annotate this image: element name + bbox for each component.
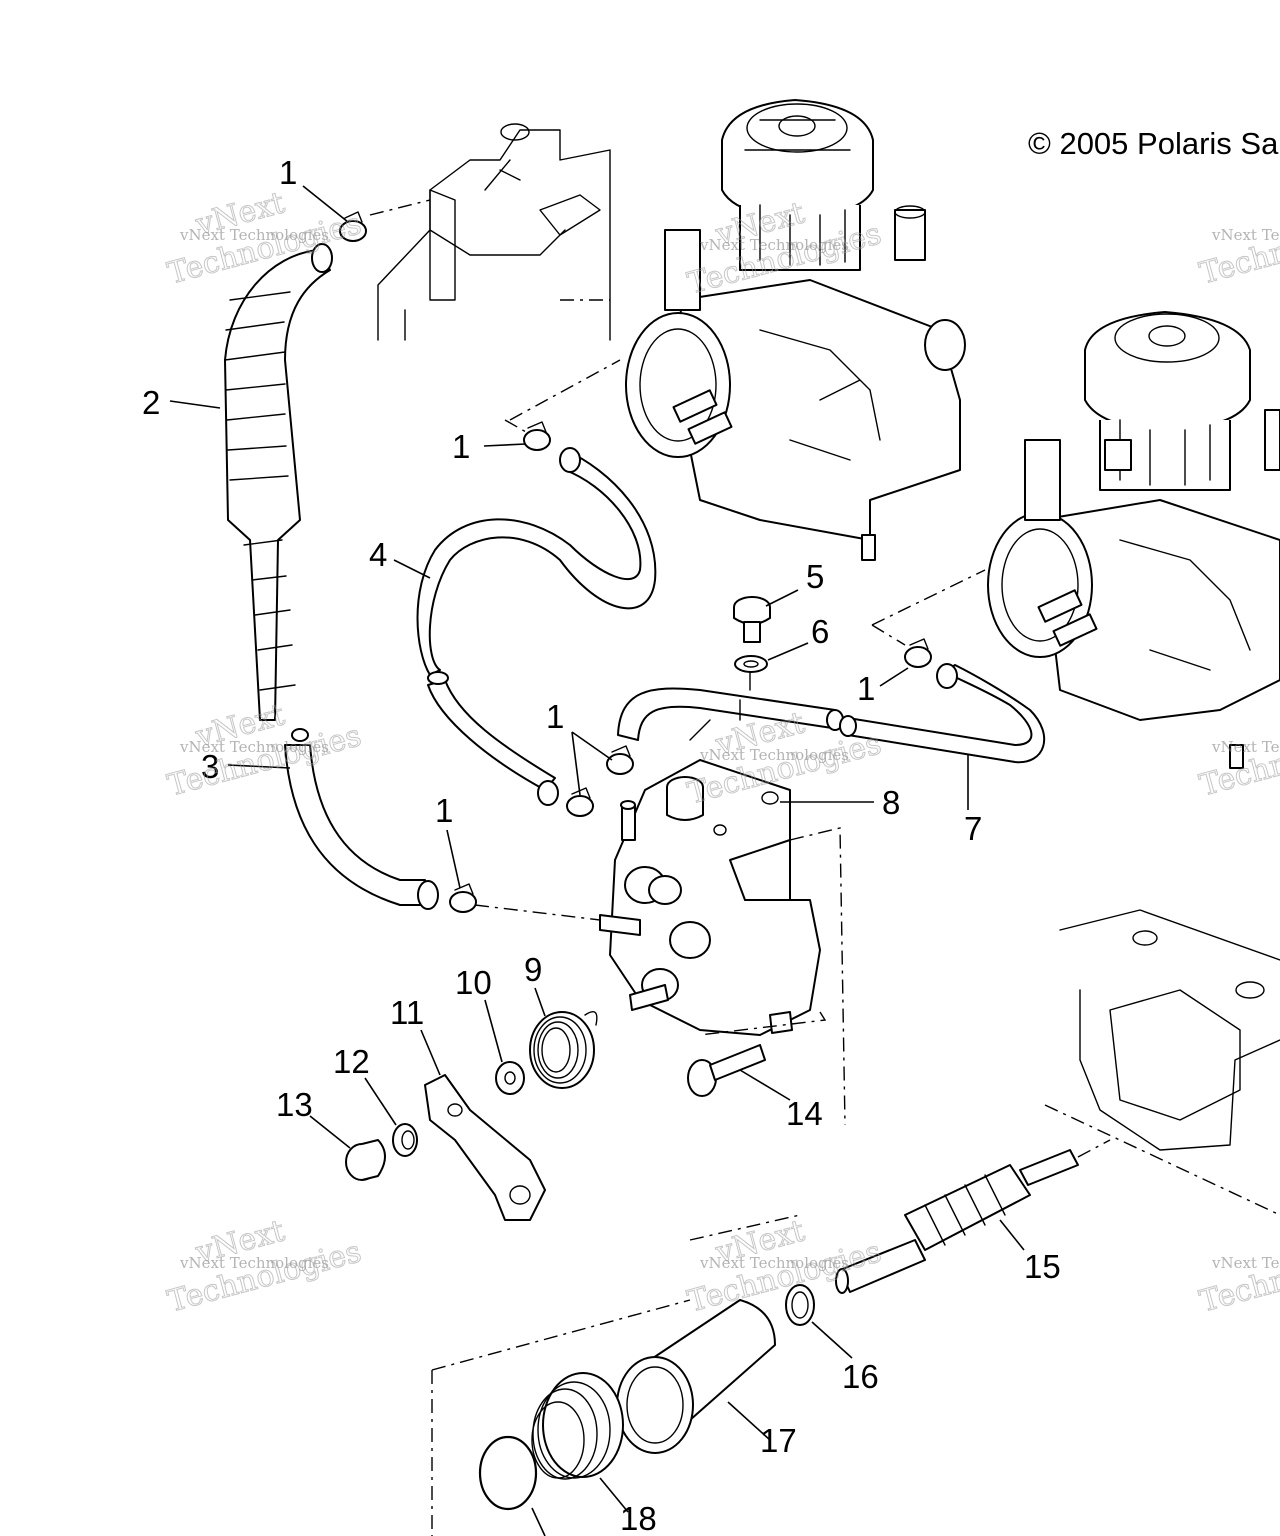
shaft-assembly — [431, 1139, 1111, 1536]
watermark-line1: vNext Technologies — [699, 236, 849, 254]
callout-5: 5 — [806, 558, 824, 595]
callout-1: 1 — [546, 698, 564, 735]
gear-shaft-15 — [835, 1139, 1111, 1294]
leader-lines — [169, 185, 1025, 1536]
callout-18: 18 — [620, 1500, 657, 1536]
washer-10 — [495, 1061, 525, 1095]
sleeve-17 — [616, 1299, 776, 1454]
bolt-14 — [687, 1044, 766, 1097]
watermark-line1: vNext Technologies — [1211, 1254, 1280, 1272]
callout-6: 6 — [811, 613, 829, 650]
crankcase-right — [1044, 909, 1280, 1216]
callout-7: 7 — [964, 810, 982, 847]
callout-17: 17 — [760, 1422, 797, 1459]
lever-11 — [424, 1074, 546, 1221]
callout-1: 1 — [435, 792, 453, 829]
bolt-5-washer-6 — [733, 596, 771, 673]
spring-18 — [531, 1372, 624, 1480]
hose-clamps — [339, 211, 932, 921]
callout-14: 14 — [786, 1095, 823, 1132]
hose-7 — [617, 663, 1046, 764]
nut-13 — [345, 1139, 386, 1181]
watermark-line1: vNext Technologies — [179, 738, 329, 756]
watermark-line1: vNext Technologies — [699, 1254, 849, 1272]
watermark-line1: vNext Technologies — [1211, 226, 1280, 244]
o-ring — [478, 1435, 538, 1511]
watermark-line2: Technologies — [1196, 718, 1280, 803]
callout-16: 16 — [842, 1358, 879, 1395]
washer-16 — [785, 1284, 815, 1326]
hose-2 — [224, 243, 439, 910]
copyright-text: © 2005 Polaris Sal — [1028, 126, 1280, 161]
callout-labels: 1 2 3 1 4 5 6 1 1 7 8 1 9 10 11 12 13 14… — [142, 154, 1061, 1536]
watermark-line2: Technologies — [1196, 1234, 1280, 1319]
callout-12: 12 — [333, 1043, 370, 1080]
carburetor-left — [504, 99, 966, 561]
callout-2: 2 — [142, 384, 160, 421]
crankcase-upper — [369, 123, 611, 341]
watermark-line2: Technologies — [1196, 206, 1280, 291]
callout-15: 15 — [1024, 1248, 1061, 1285]
callout-4: 4 — [369, 536, 387, 573]
hose-4 — [416, 447, 657, 806]
watermark-line1: vNext Technologies — [179, 226, 329, 244]
spring-9 — [529, 1011, 598, 1089]
watermark-line1: vNext Technologies — [179, 1254, 329, 1272]
watermark-line1: vNext Technologies — [699, 746, 849, 764]
callout-1: 1 — [452, 428, 470, 465]
callout-3: 3 — [201, 748, 219, 785]
oil-pump-8 — [599, 759, 846, 1126]
callout-1: 1 — [279, 154, 297, 191]
clip-12 — [392, 1123, 418, 1157]
carburetor-right — [871, 311, 1280, 769]
watermark-line1: vNext Technologies — [1211, 738, 1280, 756]
callout-13: 13 — [276, 1086, 313, 1123]
callout-8: 8 — [882, 784, 900, 821]
small-parts — [345, 1011, 766, 1221]
callout-10: 10 — [455, 964, 492, 1001]
callout-9: 9 — [524, 951, 542, 988]
callout-11: 11 — [390, 994, 424, 1031]
callout-1: 1 — [857, 670, 875, 707]
